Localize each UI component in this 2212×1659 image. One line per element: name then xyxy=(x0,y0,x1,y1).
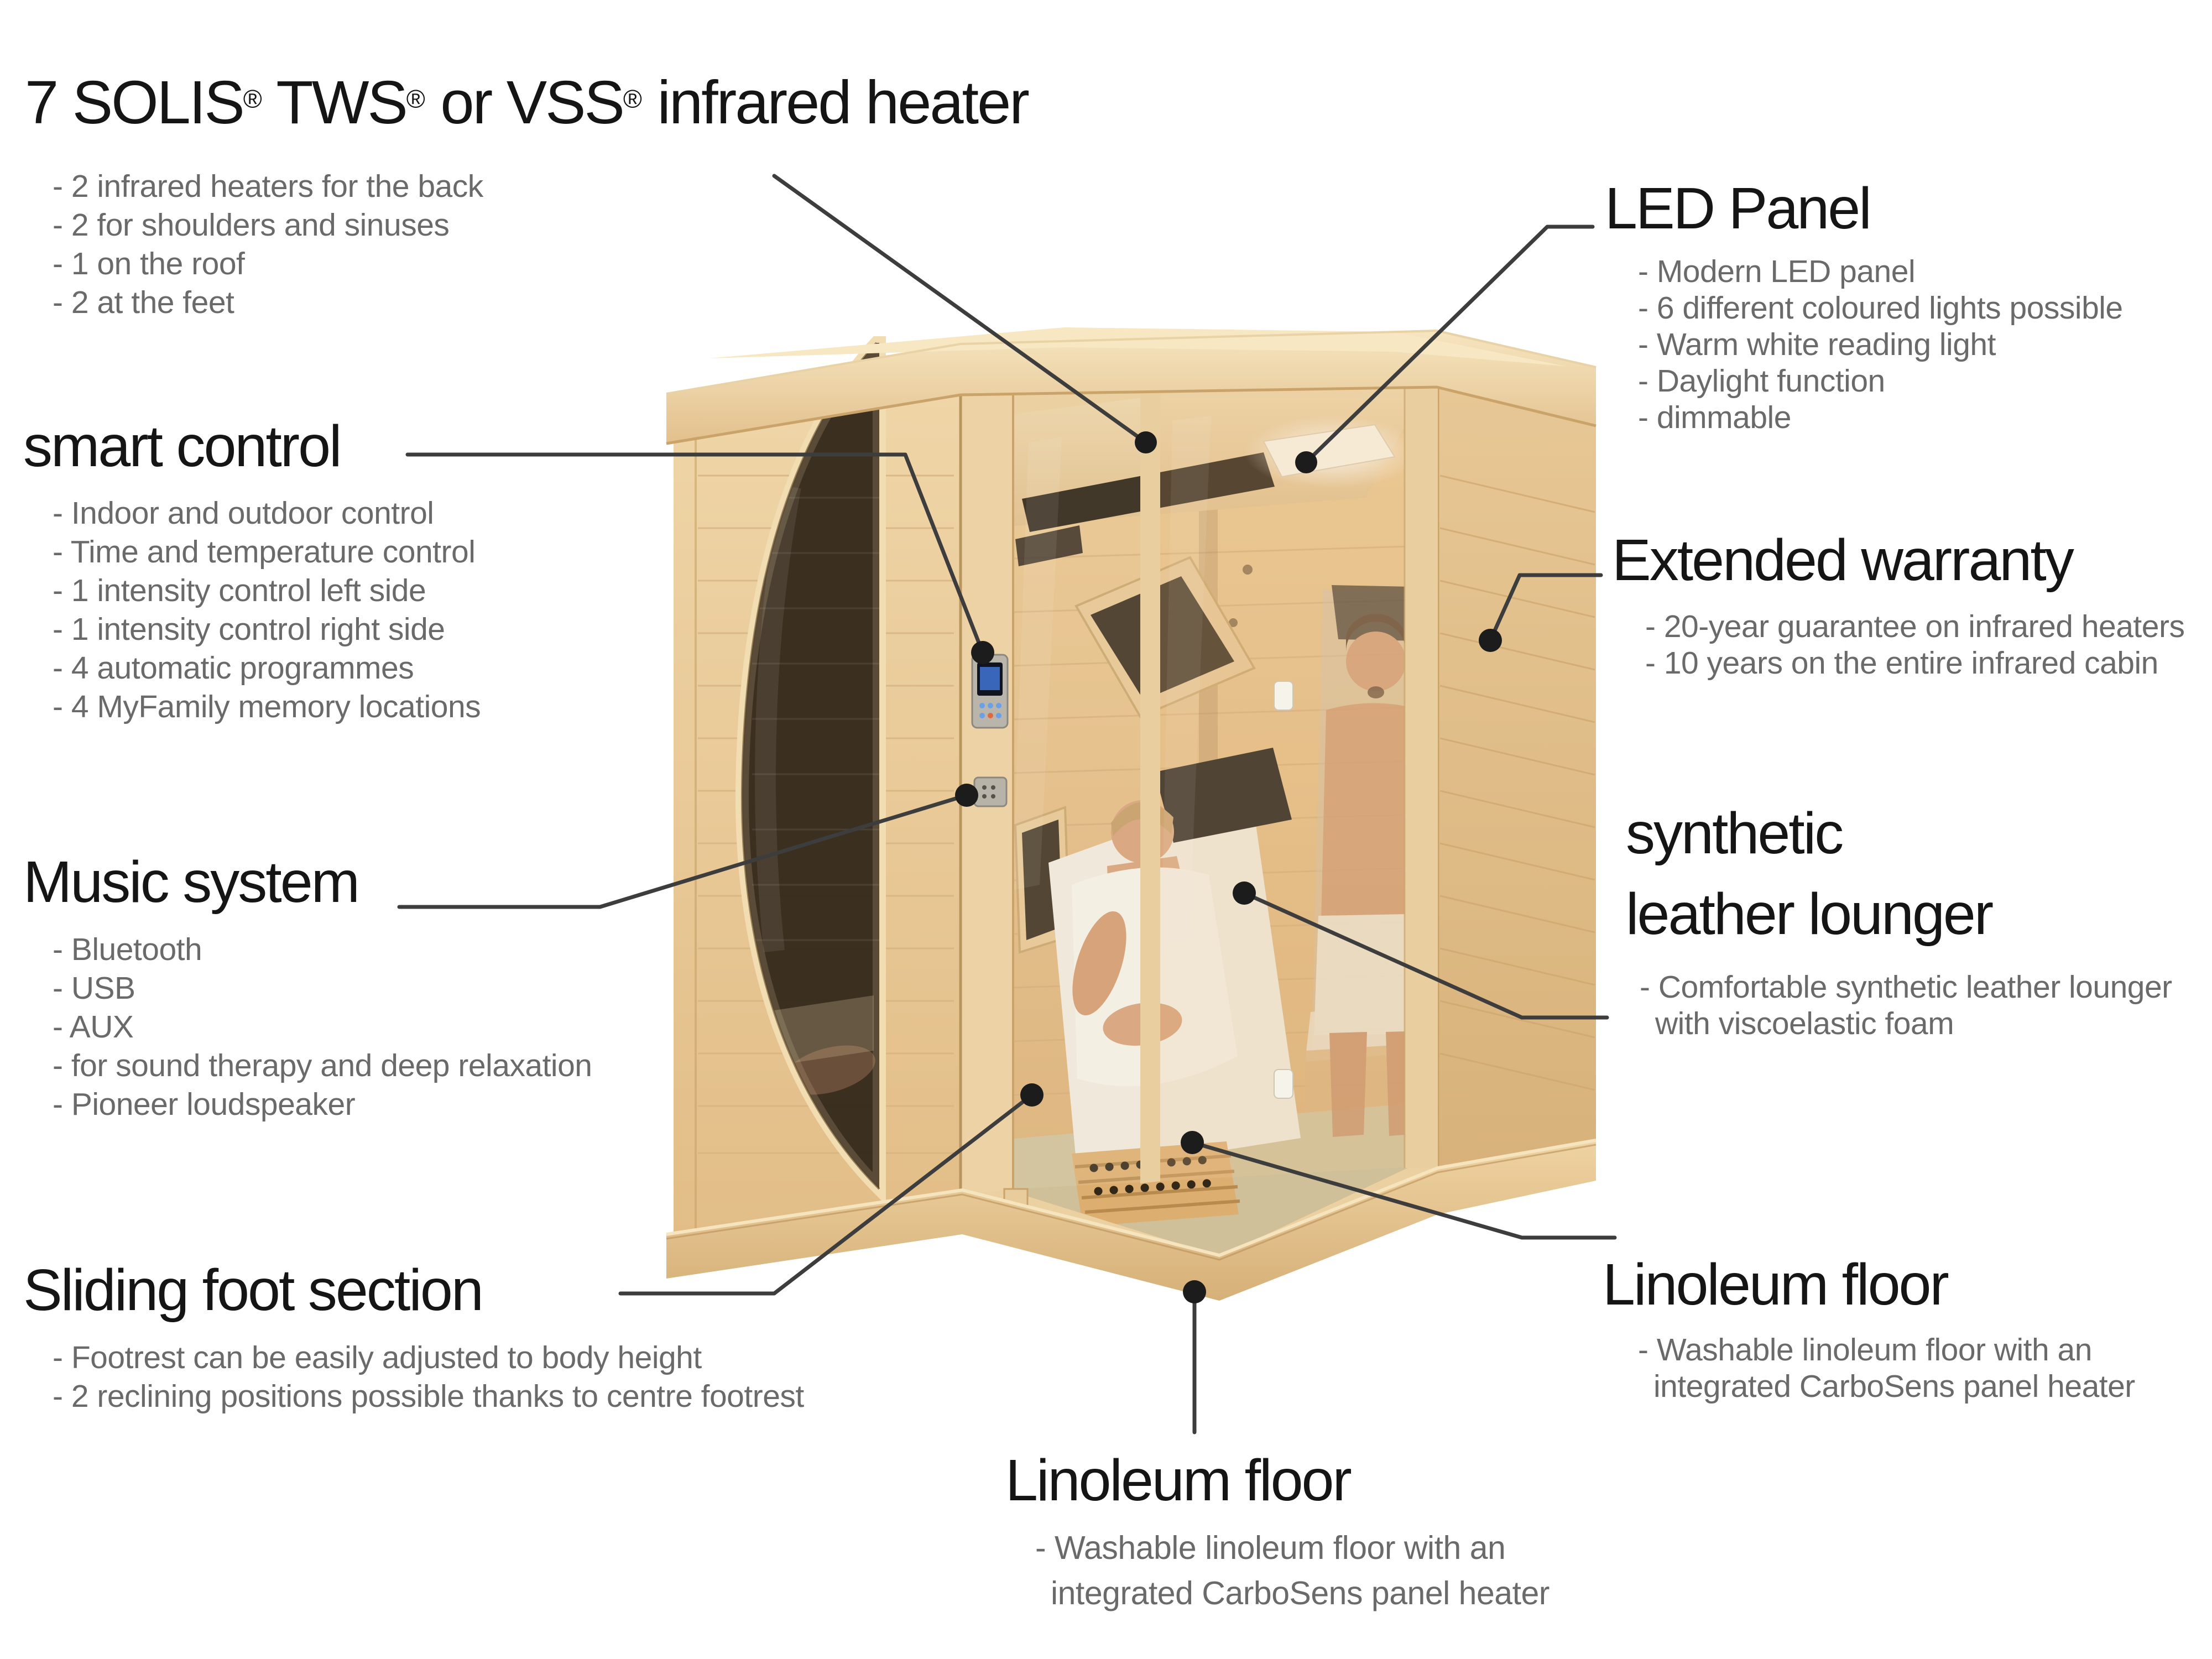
music-system-panel xyxy=(973,776,1008,807)
extended-warranty-bullets: - 20-year guarantee on infrared heaters … xyxy=(1645,608,2185,681)
bullet: - USB xyxy=(53,971,135,1006)
lounger-bullets: - Comfortable synthetic leather lounger … xyxy=(1640,969,2172,1042)
bullet: - dimmable xyxy=(1638,400,1791,435)
bullet: - Daylight function xyxy=(1638,363,1885,399)
sauna-base-plinth xyxy=(666,1139,1597,1301)
bullet: - 10 years on the entire infrared cabin xyxy=(1645,645,2158,681)
backrest-infrared-heater xyxy=(1074,556,1256,718)
callout-lines xyxy=(397,174,1617,1434)
callout-line-linoleum-right xyxy=(1190,1140,1617,1240)
music-system-bullets: - Bluetooth - USB - AUX - for sound ther… xyxy=(53,930,592,1124)
bullet: - 2 for shoulders and sinuses xyxy=(53,207,450,243)
glass-clamp xyxy=(1274,681,1293,711)
bullet: - 1 intensity control left side xyxy=(53,573,426,608)
bullet: - 20-year guarantee on infrared heaters xyxy=(1645,609,2185,644)
callout-line-smart-control xyxy=(405,452,985,655)
callout-dot-heaters xyxy=(1135,431,1157,453)
smart-control-bullets: - Indoor and outdoor control - Time and … xyxy=(53,494,481,726)
bullet: - Modern LED panel xyxy=(1638,254,1916,289)
bullet: - Indoor and outdoor control xyxy=(53,495,434,531)
smart-control-title: smart control xyxy=(23,414,342,479)
bullet: - Bluetooth xyxy=(53,932,202,967)
bullet: - Footrest can be easily adjusted to bod… xyxy=(53,1340,702,1375)
callout-dot-sliding-foot xyxy=(1020,1083,1044,1107)
sliding-foot-bullets: - Footrest can be easily adjusted to bod… xyxy=(53,1338,804,1416)
heaters-title: 7 SOLIS® TWS® or VSS® infrared heater xyxy=(25,69,1030,137)
sauna-left-wall xyxy=(674,336,962,1235)
sauna-right-wall xyxy=(1436,388,1596,1168)
sliding-foot-title: Sliding foot section xyxy=(23,1258,484,1323)
linoleum-bottom-bullets: - Washable linoleum floor with an integr… xyxy=(1035,1525,1550,1616)
linoleum-bottom-title: Linoleum floor xyxy=(1005,1448,1352,1513)
callout-line-music xyxy=(397,793,969,909)
bullet: - Comfortable synthetic leather lounger xyxy=(1640,969,2172,1005)
bullet: - Warm white reading light xyxy=(1638,327,1996,362)
callout-dot-linoleum-bottom xyxy=(1183,1280,1206,1303)
led-panel-title: LED Panel xyxy=(1605,176,1872,241)
callout-line-sliding-foot xyxy=(618,1093,1034,1296)
callout-dot-smart-control xyxy=(971,641,994,664)
bullet: integrated CarboSens panel heater xyxy=(1051,1575,1550,1611)
bullet: - 2 at the feet xyxy=(53,285,234,320)
bullet: - 2 reclining positions possible thanks … xyxy=(53,1379,804,1414)
callout-dot-led xyxy=(1295,451,1317,473)
bullet: - Washable linoleum floor with an xyxy=(1638,1332,2092,1368)
callout-dot-music xyxy=(955,784,978,807)
bullet: - for sound therapy and deep relaxation xyxy=(53,1048,592,1083)
callout-line-warranty xyxy=(1488,573,1603,643)
lounger-title-line2: leather lounger xyxy=(1626,881,1994,947)
lounger-headrest xyxy=(1155,748,1292,843)
curved-window xyxy=(735,336,886,1205)
sauna-interior xyxy=(1008,372,1412,1256)
bullet: - 1 on the roof xyxy=(53,246,245,281)
bullet: - 6 different coloured lights possible xyxy=(1638,290,2123,326)
callout-line-heaters xyxy=(772,174,1148,445)
callout-dots xyxy=(955,431,1502,1303)
linoleum-right-title: Linoleum floor xyxy=(1603,1252,1949,1317)
bullet: - Time and temperature control xyxy=(53,534,476,570)
glass-clamp xyxy=(1274,1069,1293,1099)
callout-dot-linoleum-right xyxy=(1181,1131,1204,1154)
heaters-bullets: - 2 infrared heaters for the back - 2 fo… xyxy=(53,167,483,322)
led-panel-bullets: - Modern LED panel - 6 different coloure… xyxy=(1638,253,2123,436)
extended-warranty-title: Extended warranty xyxy=(1612,528,2074,593)
bullet: integrated CarboSens panel heater xyxy=(1653,1369,2135,1404)
callout-line-led xyxy=(1304,225,1595,465)
bullet: with viscoelastic foam xyxy=(1655,1006,1954,1041)
bullet: - 4 automatic programmes xyxy=(53,650,414,686)
bullet: - 4 MyFamily memory locations xyxy=(53,689,481,724)
callout-dot-warranty xyxy=(1479,629,1502,652)
callout-dot-lounger xyxy=(1233,881,1256,905)
corner-glass-tint xyxy=(1160,380,1412,1181)
music-system-title: Music system xyxy=(23,849,360,915)
bullet: - Washable linoleum floor with an xyxy=(1035,1530,1506,1566)
lounger-title-line1: synthetic xyxy=(1626,801,1844,866)
linoleum-right-bullets: - Washable linoleum floor with an integr… xyxy=(1638,1332,2135,1405)
bullet: - 2 infrared heaters for the back xyxy=(53,169,483,204)
door-glass-tint xyxy=(1013,382,1140,1189)
sauna-roof-crown xyxy=(666,327,1597,445)
bullet: - 1 intensity control right side xyxy=(53,612,445,647)
bullet: - AUX xyxy=(53,1009,134,1045)
smart-control-panel xyxy=(971,654,1009,729)
callout-line-lounger xyxy=(1242,891,1609,1020)
bullet: - Pioneer loudspeaker xyxy=(53,1087,356,1122)
